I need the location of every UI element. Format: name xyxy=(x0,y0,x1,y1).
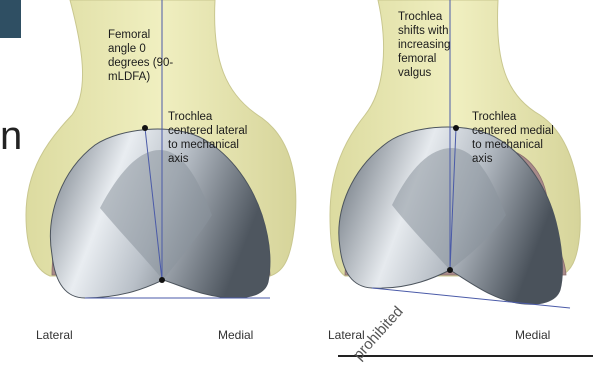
left-angle-annotation: Femoral angle 0 degrees (90- mLDFA) xyxy=(108,28,188,84)
right-shift-annotation: Trochlea shifts with increasing femoral … xyxy=(398,10,478,80)
left-medial-label: Medial xyxy=(218,328,253,342)
right-medial-label: Medial xyxy=(515,328,550,342)
left-trochlea-point xyxy=(142,125,148,131)
left-lateral-label: Lateral xyxy=(36,328,73,342)
left-trochlea-annotation: Trochlea centered lateral to mechanical … xyxy=(168,110,278,166)
right-axis-point xyxy=(447,267,453,273)
right-trochlea-point xyxy=(453,125,459,131)
right-trochlea-annotation: Trochlea centered medial to mechanical a… xyxy=(472,110,587,166)
left-axis-point xyxy=(159,277,165,283)
